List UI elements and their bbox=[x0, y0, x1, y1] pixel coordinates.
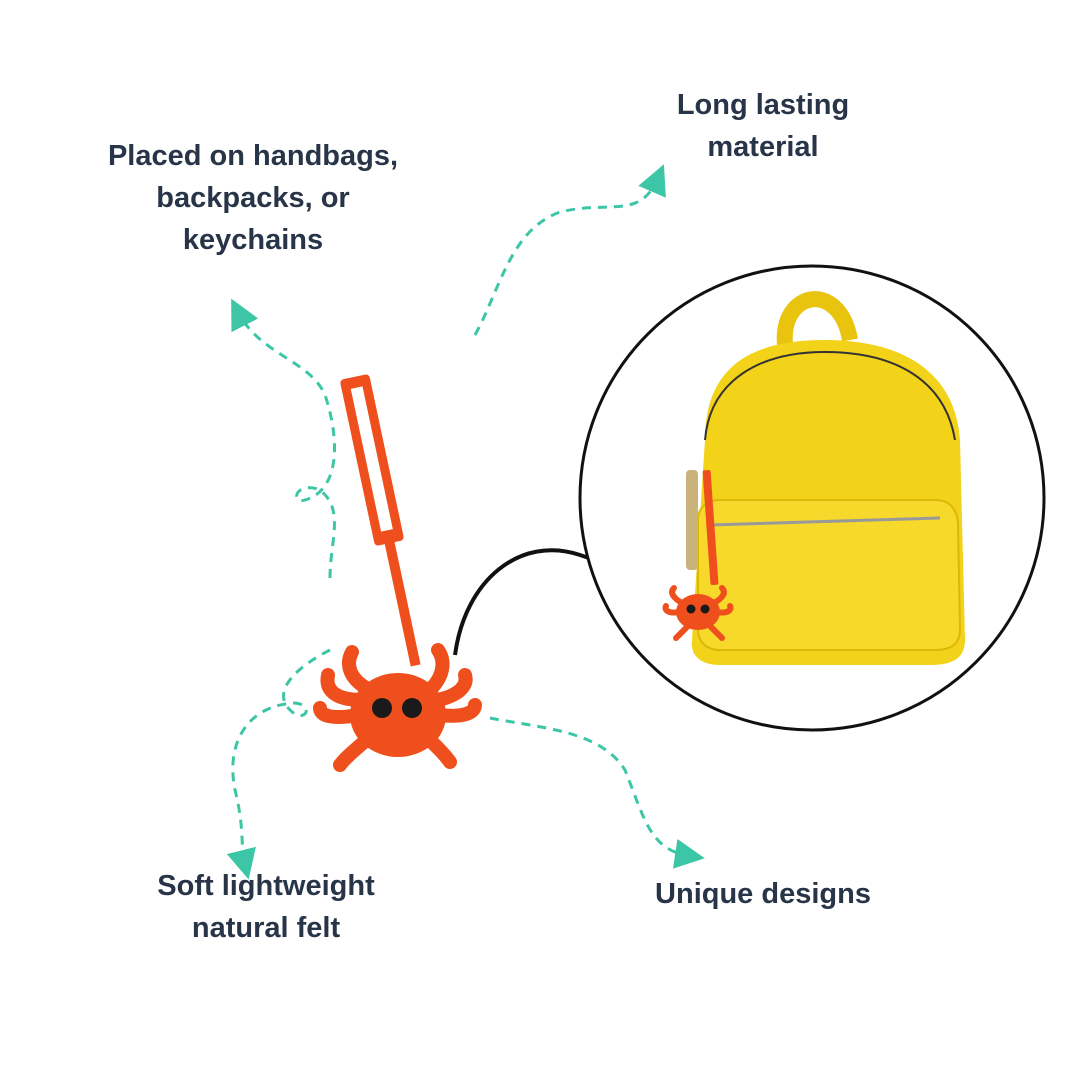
feature-placement: Placed on handbags, backpacks, or keycha… bbox=[108, 135, 398, 261]
arrow-to-placement bbox=[231, 298, 336, 579]
crab-on-backpack bbox=[662, 469, 734, 641]
feature-material-line: Soft lightweight bbox=[157, 870, 375, 902]
yellow-backpack bbox=[686, 291, 965, 665]
feature-material: Soft lightweight natural felt bbox=[157, 865, 374, 949]
feature-placement-line: backpacks, or bbox=[156, 182, 350, 214]
feature-placement-line: keychains bbox=[182, 224, 324, 256]
arrow-to-material bbox=[226, 648, 331, 880]
crab-felt-tag bbox=[313, 374, 482, 772]
feature-design: Unique designs bbox=[655, 873, 871, 915]
feature-durability: Long lasting material bbox=[677, 84, 849, 168]
arrow-to-durability bbox=[473, 164, 666, 336]
feature-placement-line: Placed on handbags, bbox=[107, 140, 399, 172]
feature-design-line: Unique designs bbox=[655, 878, 871, 910]
feature-material-line: natural felt bbox=[191, 912, 341, 944]
feature-durability-line: Long lasting bbox=[676, 89, 850, 121]
arrow-to-design bbox=[489, 716, 705, 869]
dashed-arrows bbox=[226, 164, 705, 880]
feature-durability-line: material bbox=[707, 131, 819, 163]
